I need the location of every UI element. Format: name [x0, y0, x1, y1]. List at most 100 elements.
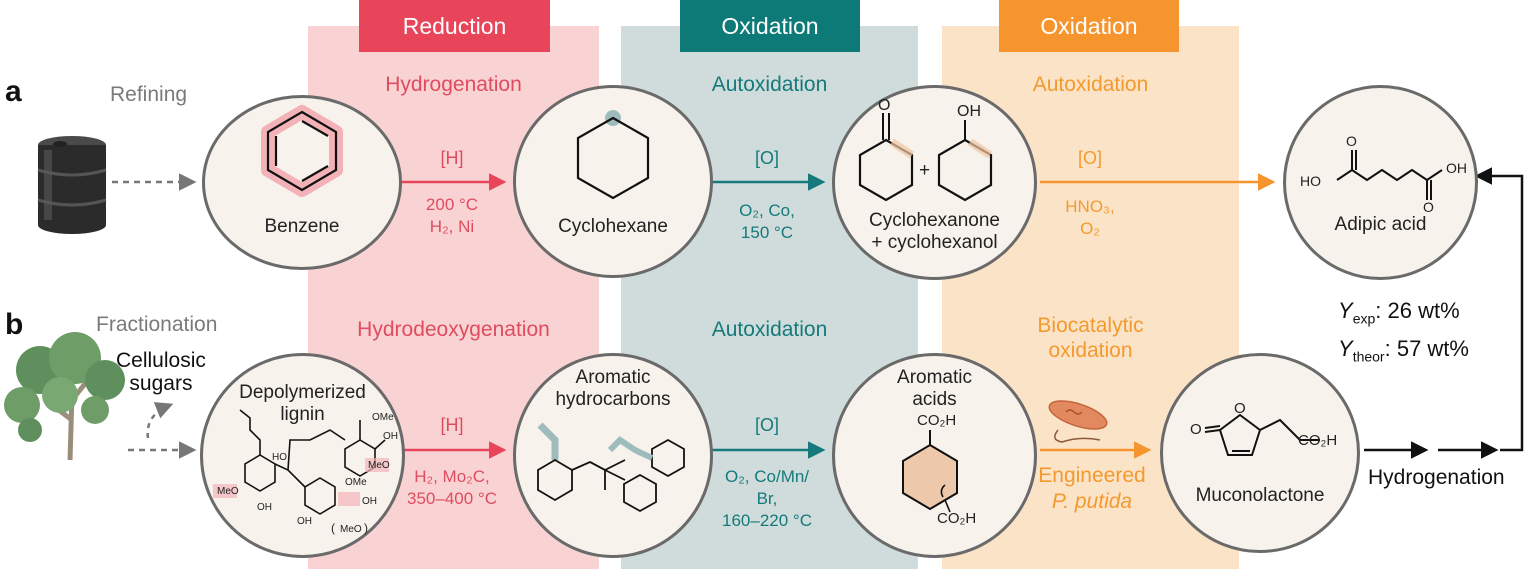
cyclohexanone-label: Cyclohexanone + cyclohexanol — [832, 210, 1037, 254]
cellulosic-sugars-label: Cellulosic sugars — [116, 349, 206, 395]
lactone-o-ring: O — [1234, 400, 1246, 417]
row-a-letter: a — [5, 75, 22, 108]
benzene-structure — [261, 105, 343, 197]
yield-exp-value: : 26 wt% — [1375, 298, 1460, 323]
arrow2-cond-line1: O₂, Co, — [739, 201, 795, 220]
lignin-node — [200, 353, 405, 558]
arrow1-reagent-a: [H] — [440, 148, 464, 168]
adipic-o-right: O — [1423, 199, 1434, 215]
yield-theor-symbol: Y — [1338, 336, 1353, 361]
lactone-co2h: CO₂H — [1298, 432, 1338, 449]
engineered-strain: Engineered P. putida — [1022, 463, 1162, 515]
lignin-line2: lignin — [280, 404, 325, 425]
biocatalytic-step: Biocatalytic oxidation — [942, 313, 1239, 363]
arrow3-cond-line1: HNO₃, — [1065, 197, 1115, 216]
arrow3-conditions-a: HNO₃, O₂ — [1040, 196, 1140, 240]
arrow1-reagent-b: [H] — [440, 415, 464, 435]
aromatic-hydrocarbons-structure — [537, 422, 685, 513]
aromatic-hydrocarbons-label: Aromatic hydrocarbons — [513, 367, 713, 411]
lignin-meo-bottom: MeO — [340, 524, 362, 535]
aromatic-acid-structure — [902, 430, 958, 513]
acid-co2h-bottom: CO₂H — [937, 510, 977, 527]
yield-exp-sub: exp — [1352, 310, 1376, 327]
cyclohexanone-line1: Cyclohexanone — [869, 210, 1000, 231]
muconolactone-node — [1160, 353, 1360, 553]
engineered-line2: P. putida — [1051, 490, 1133, 513]
plus-sign: + — [919, 160, 931, 181]
aromatic-acids-line1: Aromatic — [897, 367, 972, 388]
refining-label: Refining — [110, 83, 188, 106]
arrow2-cond-line2: 150 °C — [740, 223, 794, 242]
adipic-ho: HO — [1300, 173, 1321, 189]
aromatic-acids-label: Aromatic acids — [832, 367, 1037, 411]
lignin-meo-left: MeO — [217, 486, 239, 497]
lignin-ho-chain: HO — [272, 452, 287, 463]
arrow1-cond-line2: H₂, Ni — [429, 217, 475, 236]
lignin-meo-right: MeO — [368, 460, 390, 471]
arrow1-conditions-b: H₂, Mo₂C, 350–400 °C — [400, 466, 504, 510]
reduction-header: Reduction — [359, 0, 550, 52]
arrow2-conditions-b: O₂, Co/Mn/ Br, 160–220 °C — [712, 466, 822, 532]
adipic-acid-label: Adipic acid — [1334, 214, 1427, 235]
autoxidation-step-a2: Autoxidation — [1032, 73, 1149, 96]
arrow2-conditions-a: O₂, Co, 150 °C — [712, 200, 822, 244]
sugars-line1: Cellulosic — [116, 349, 206, 372]
oxygen-ketone: O — [878, 97, 891, 114]
oxidation-header-teal: Oxidation — [680, 0, 860, 52]
autoxidation-step-a: Autoxidation — [711, 73, 828, 96]
arrow1-conditions-a: 200 °C H₂, Ni — [400, 194, 504, 238]
lactone-o-carbonyl: O — [1190, 421, 1202, 438]
cyclohexane-label: Cyclohexane — [558, 216, 668, 237]
tree-icon — [4, 332, 125, 461]
arrow1-cond-line1: 200 °C — [425, 195, 479, 214]
hydrogenation-final-label: Hydrogenation — [1368, 466, 1505, 489]
arrow3-reagent-a: [O] — [1077, 148, 1102, 168]
cyclohexanone-structure — [858, 113, 915, 202]
arrow3-cond-line2: O₂ — [1080, 219, 1100, 238]
muconolactone-label: Muconolactone — [1195, 485, 1325, 506]
benzene-label: Benzene — [264, 216, 340, 237]
sugars-line2: sugars — [129, 372, 193, 395]
hydroxyl-group: OH — [957, 103, 981, 120]
aromatic-hc-line2: hydrocarbons — [555, 389, 671, 410]
cyclohexane-structure — [576, 110, 650, 200]
yield-theor-value: : 57 wt% — [1384, 336, 1469, 361]
fractionation-label: Fractionation — [96, 313, 218, 336]
row-b-letter: b — [5, 308, 24, 341]
cyclohexanone-line2: + cyclohexanol — [871, 232, 998, 253]
adipic-acid-node — [1283, 85, 1478, 280]
lignin-structure — [213, 409, 389, 515]
muconolactone-structure — [1204, 413, 1320, 456]
lignin-oh-top: OH — [383, 431, 398, 442]
lignin-paren-close: ) — [364, 521, 368, 535]
arrow1b-cond-line2: 350–400 °C — [407, 489, 497, 508]
cyclohexanone-node — [832, 85, 1037, 280]
yield-experimental: Yexp: 26 wt% — [1338, 298, 1460, 326]
arrow1b-cond-line1: H₂, Mo₂C, — [414, 467, 490, 486]
yield-theor-sub: theor — [1352, 348, 1385, 365]
yield-theoretical: Ytheor: 57 wt% — [1338, 336, 1469, 364]
hydrogenation-step: Hydrogenation — [385, 73, 522, 96]
oxidation-header-orange: Oxidation — [999, 0, 1179, 52]
biocatalytic-line2: oxidation — [1048, 339, 1133, 362]
bacterium-icon — [1048, 400, 1108, 443]
lignin-oh-bottom: OH — [297, 516, 312, 527]
lignin-label: Depolymerized lignin — [200, 382, 405, 426]
adipic-o-left: O — [1346, 133, 1357, 149]
acid-co2h-top: CO₂H — [917, 412, 957, 429]
arrow2b-cond-line2: Br, — [756, 489, 778, 508]
engineered-line1: Engineered — [1038, 464, 1146, 487]
lignin-ome-top: OMe — [372, 412, 394, 423]
lignin-line1: Depolymerized — [239, 382, 366, 403]
lignin-paren-open: ( — [331, 521, 335, 535]
lignin-ome-right: OMe — [345, 477, 367, 488]
hydrodeoxygenation-step: Hydrodeoxygenation — [357, 318, 550, 341]
autoxidation-step-b: Autoxidation — [711, 318, 828, 341]
aromatic-hc-line1: Aromatic — [575, 367, 651, 388]
lignin-oh-left: OH — [257, 502, 272, 513]
aromatic-acids-line2: acids — [912, 389, 957, 410]
oil-barrel-icon — [37, 136, 107, 234]
aromatic-hydrocarbons-node — [513, 353, 713, 558]
